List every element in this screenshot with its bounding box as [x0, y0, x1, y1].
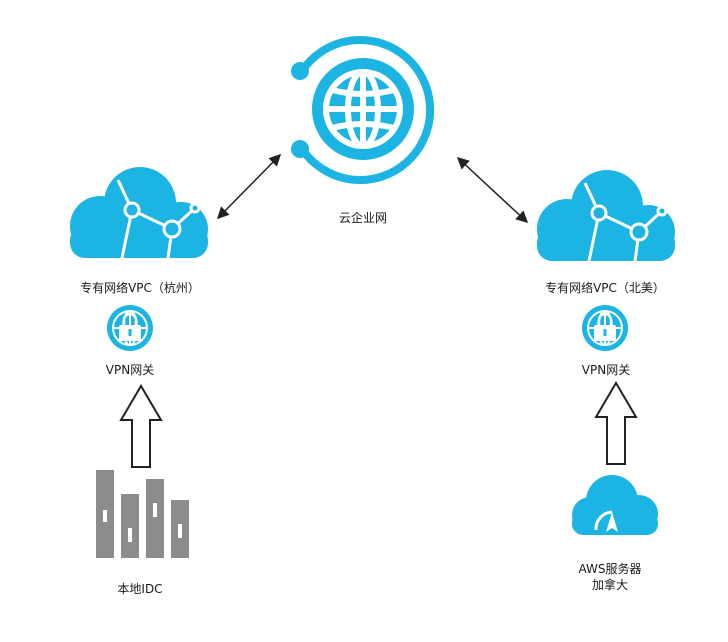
vpc-north-america-label: 专有网络VPC（北美） [545, 281, 665, 295]
cen-label: 云企业网 [338, 211, 387, 225]
vpn-gateway-icon [582, 305, 628, 351]
aws-server-label: AWS服务器 [578, 562, 642, 576]
aws-location-label: 加拿大 [591, 578, 628, 592]
idc-building-icon [96, 470, 189, 558]
uplink-arrow-left [119, 384, 163, 468]
cloud-network-icon [537, 170, 675, 262]
connection-arrow-right [456, 156, 529, 224]
cloud-upload-icon [572, 475, 658, 535]
local-idc-label: 本地IDC [117, 582, 163, 596]
connection-arrow-left [216, 153, 282, 220]
uplink-arrow-right [594, 381, 638, 465]
vpc-hangzhou-label: 专有网络VPC（杭州） [80, 281, 200, 295]
vpn-gateway-label-left: VPN网关 [105, 363, 155, 377]
cloud-network-icon [70, 167, 208, 259]
vpn-gateway-label-right: VPN网关 [581, 363, 631, 377]
globe-icon [291, 36, 435, 184]
vpn-gateway-icon [107, 305, 153, 351]
